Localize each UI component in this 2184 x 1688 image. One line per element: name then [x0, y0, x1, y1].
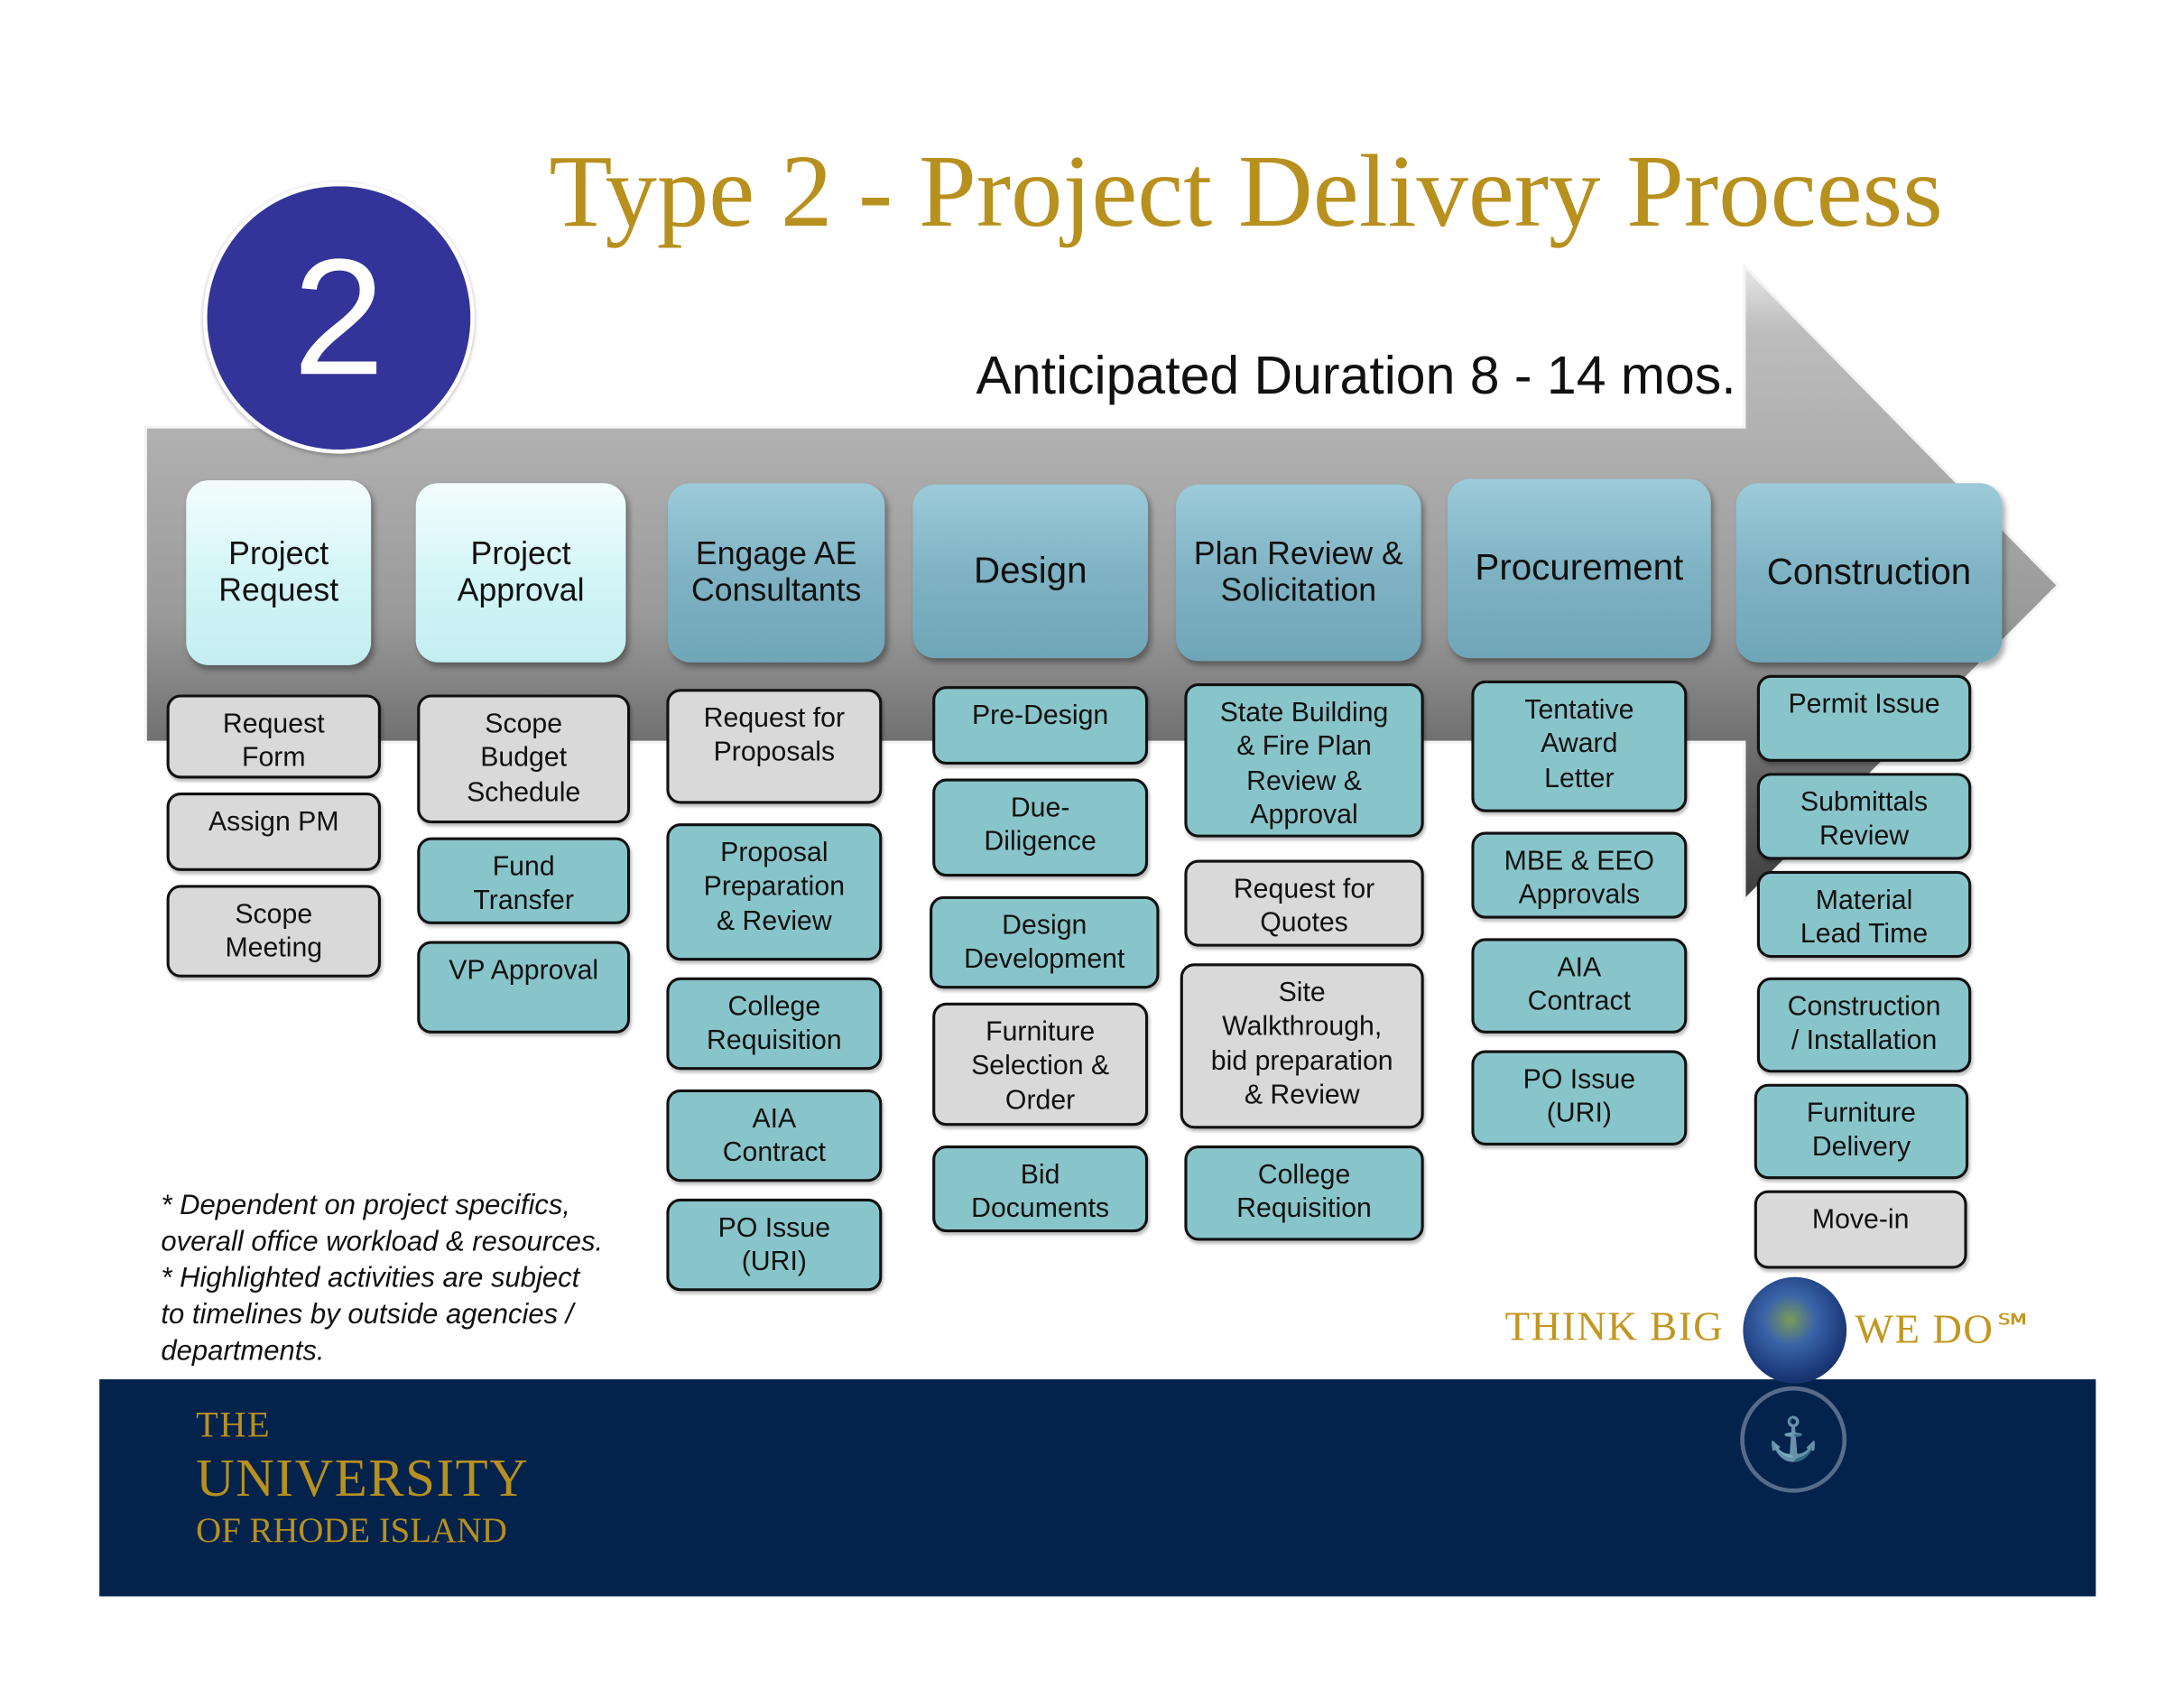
activity-label: Bid Documents	[971, 1159, 1110, 1225]
globe-icon	[1743, 1276, 1847, 1384]
phase-plan-review-solicitation: Plan Review & Solicitation	[1176, 484, 1421, 662]
activity-box: State Building & Fire Plan Review & Appr…	[1184, 683, 1424, 838]
type-number-badge: 2	[202, 181, 475, 454]
activity-box: Due- Diligence	[932, 778, 1149, 877]
activity-box: Submittals Review	[1756, 773, 1972, 860]
activity-box: Request Form	[166, 694, 381, 779]
activity-label: AIA Contract	[722, 1103, 827, 1169]
activity-label: PO Issue (URI)	[717, 1212, 831, 1278]
activity-label: College Requisition	[1236, 1159, 1372, 1225]
activity-box: Assign PM	[166, 793, 381, 871]
activity-box: Pre-Design	[932, 686, 1149, 765]
activity-label: State Building & Fire Plan Review & Appr…	[1219, 697, 1389, 831]
phase-procurement: Procurement	[1448, 478, 1711, 659]
activity-box: Request for Quotes	[1184, 859, 1424, 947]
activity-label: Request for Proposals	[703, 702, 846, 768]
phase-construction: Construction	[1735, 483, 2003, 663]
phase-engage-ae-consultants: Engage AE Consultants	[667, 483, 885, 663]
activity-box: VP Approval	[417, 941, 631, 1034]
footnote-line: to timelines by outside agencies /	[161, 1299, 574, 1331]
activity-box: Move-in	[1754, 1190, 1967, 1269]
footnote-line: * Highlighted activities are subject	[161, 1263, 580, 1294]
activity-label: Design Development	[964, 910, 1125, 976]
activity-box: College Requisition	[666, 977, 883, 1071]
activity-box: College Requisition	[1184, 1145, 1424, 1241]
logo-rhode-island: OF RHODE ISLAND	[196, 1512, 507, 1551]
activity-label: Construction / Installation	[1787, 991, 1941, 1057]
activity-label: Tentative Award Letter	[1524, 694, 1634, 794]
phase-design: Design	[912, 484, 1149, 659]
activity-label: Furniture Selection & Order	[971, 1016, 1110, 1116]
activity-label: Scope Meeting	[225, 898, 323, 964]
activity-box: Proposal Preparation & Review	[666, 823, 883, 961]
activity-box: Construction / Installation	[1756, 977, 1972, 1073]
activity-box: Fund Transfer	[417, 837, 631, 924]
activity-label: Scope Budget Schedule	[467, 708, 581, 808]
activity-label: VP Approval	[449, 954, 599, 987]
activity-label: Fund Transfer	[473, 851, 574, 917]
activity-box: Material Lead Time	[1756, 870, 1972, 959]
footnote-line: overall office workload & resources.	[161, 1226, 604, 1258]
activity-label: Submittals Review	[1800, 786, 1929, 852]
activity-label: Pre-Design	[971, 700, 1109, 731]
footnote-line: departments.	[161, 1335, 325, 1368]
activity-label: AIA Contract	[1527, 951, 1632, 1017]
phase-project-request: Project Request	[186, 480, 372, 665]
activity-label: PO Issue (URI)	[1522, 1063, 1636, 1129]
activity-label: Furniture Delivery	[1806, 1098, 1916, 1164]
university-seal-icon: ⚓	[1740, 1386, 1847, 1493]
tagline-think-big: THINK BIG	[1504, 1304, 1725, 1350]
anticipated-duration: Anticipated Duration 8 - 14 mos.	[976, 347, 1736, 406]
activity-box: MBE & EEO Approvals	[1471, 831, 1688, 919]
logo-the: THE	[196, 1404, 272, 1445]
activity-label: Due- Diligence	[984, 793, 1097, 858]
activity-label: Material Lead Time	[1800, 885, 1929, 951]
page-title: Type 2 - Project Delivery Process	[549, 134, 1943, 250]
activity-label: Request Form	[222, 708, 325, 774]
activity-label: Assign PM	[208, 806, 339, 838]
logo-university: UNIVERSITY	[196, 1449, 530, 1508]
activity-box: Request for Proposals	[666, 689, 883, 804]
activity-box: AIA Contract	[1471, 938, 1688, 1034]
footnote-line: * Dependent on project specifics,	[161, 1190, 571, 1221]
activity-label: Request for Quotes	[1233, 874, 1375, 939]
activity-box: Site Walkthrough, bid preparation & Revi…	[1180, 963, 1424, 1129]
uri-logo: THE UNIVERSITY OF RHODE ISLAND	[196, 1404, 530, 1551]
activity-box: Furniture Selection & Order	[932, 1002, 1149, 1127]
tagline-we-do: WE DO℠	[1855, 1307, 2037, 1353]
activity-box: Bid Documents	[932, 1145, 1149, 1233]
activity-box: Tentative Award Letter	[1471, 680, 1688, 812]
footnote: * Dependent on project specifics, overal…	[161, 1188, 603, 1370]
activity-box: Furniture Delivery	[1754, 1083, 1969, 1180]
activity-box: Design Development	[930, 895, 1160, 989]
activity-label: MBE & EEO Approvals	[1504, 845, 1655, 911]
activity-box: Scope Budget Schedule	[417, 694, 631, 824]
phase-project-approval: Project Approval	[415, 483, 626, 663]
activity-label: Move-in	[1811, 1204, 1910, 1236]
activity-box: Permit Issue	[1756, 674, 1972, 762]
activity-box: Scope Meeting	[166, 885, 381, 978]
activity-label: Permit Issue	[1788, 689, 1940, 720]
activity-label: College Requisition	[707, 991, 842, 1057]
activity-label: Proposal Preparation & Review	[703, 837, 846, 937]
activity-box: AIA Contract	[666, 1089, 883, 1183]
activity-label: Site Walkthrough, bid preparation & Revi…	[1210, 977, 1393, 1111]
activity-box: PO Issue (URI)	[1471, 1050, 1688, 1145]
activity-box: PO Issue (URI)	[666, 1198, 883, 1292]
